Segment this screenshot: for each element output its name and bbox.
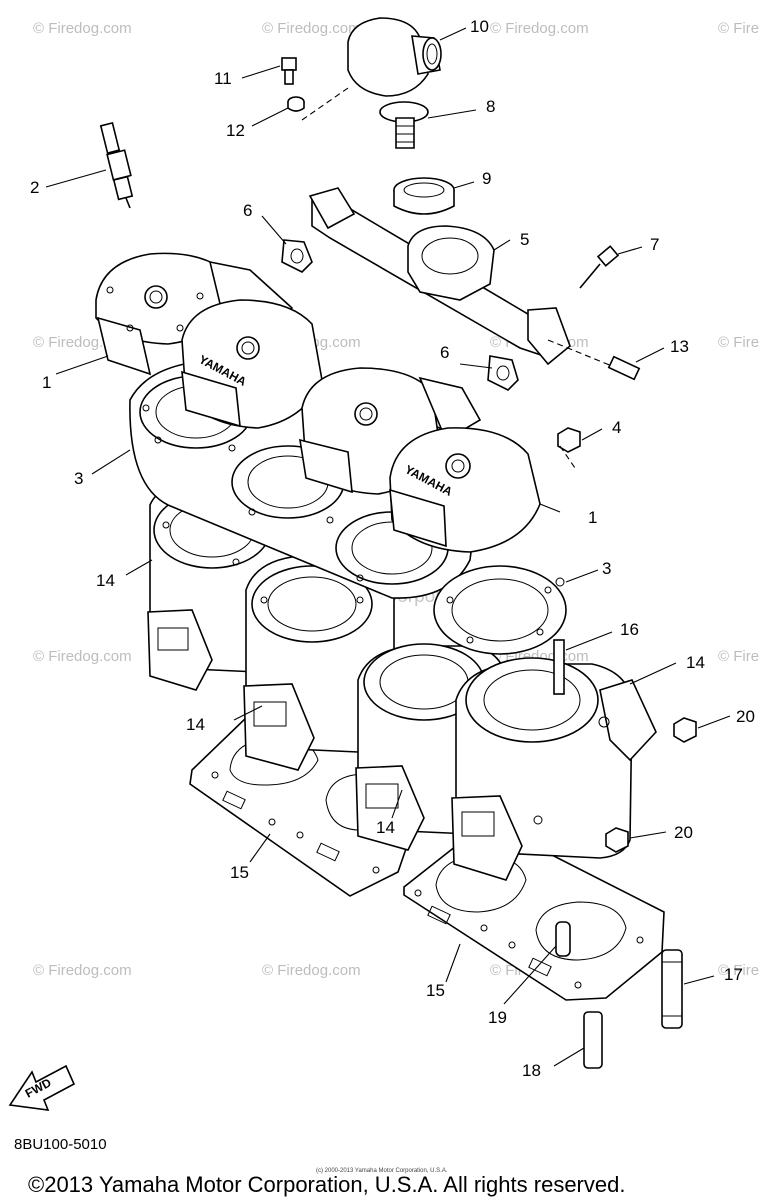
callout-9: 9	[482, 169, 491, 188]
watermark: © Firedog.com	[262, 20, 361, 37]
callout-14: 14	[376, 818, 395, 837]
washer-12	[287, 96, 305, 112]
cylinder-block-4	[451, 657, 657, 881]
watermark: © Firedog.com	[33, 962, 132, 979]
callout-10: 10	[470, 17, 489, 36]
water-manifold	[308, 187, 571, 366]
callout-19: 19	[488, 1008, 507, 1027]
callout-14: 14	[686, 653, 705, 672]
nut-20-upper	[673, 717, 697, 743]
callout-15: 15	[230, 863, 249, 882]
callout-20: 20	[736, 707, 755, 726]
callout-1: 1	[588, 508, 597, 527]
watermark: © Fire	[718, 334, 759, 351]
cylinder-head-rear-2: YAMAHA	[181, 299, 323, 429]
gasket-6-upper	[281, 239, 313, 273]
stud-17	[661, 949, 683, 1029]
callout-4: 4	[612, 418, 621, 437]
watermark: © Firedog.com	[33, 20, 132, 37]
leader-lines	[45, 27, 731, 1067]
callout-15: 15	[426, 981, 445, 1000]
nut-20-lower	[605, 827, 629, 853]
watermark: © Fire	[718, 20, 759, 37]
thermostat-seal	[393, 177, 455, 215]
callout-17: 17	[724, 965, 743, 984]
watermark: © Fire	[718, 648, 759, 665]
spark-plug	[99, 121, 134, 209]
cylinder-base-gasket-right	[403, 834, 665, 1001]
copyright-notice: ©2013 Yamaha Motor Corporation, U.S.A. A…	[28, 1172, 625, 1197]
callout-14: 14	[186, 715, 205, 734]
thermostat-cover	[347, 17, 442, 97]
callout-1: 1	[42, 373, 51, 392]
callout-2: 2	[30, 178, 39, 197]
callout-7: 7	[650, 235, 659, 254]
callout-5: 5	[520, 230, 529, 249]
watermark: © Firedog.com	[33, 648, 132, 665]
stud-16	[553, 639, 565, 695]
watermark: © Firedog.com	[262, 962, 361, 979]
callout-8: 8	[486, 97, 495, 116]
cylinder-head-front-2: YAMAHA	[389, 427, 541, 553]
callout-6: 6	[243, 201, 252, 220]
head-gasket-right	[433, 565, 567, 655]
gasket-6-lower	[487, 355, 519, 391]
callout-14: 14	[96, 571, 115, 590]
callout-12: 12	[226, 121, 245, 140]
callouts: 1 1 2 3 3 4 5 6 6 7 8 9 10 11 12 13 14 1…	[30, 17, 755, 1080]
bolt-7	[579, 245, 620, 289]
callout-3: 3	[602, 559, 611, 578]
diagram-code: 8BU100-5010	[14, 1136, 107, 1153]
thermostat	[379, 101, 429, 149]
fitting-13	[607, 355, 641, 381]
stud-18	[583, 1011, 603, 1069]
callout-3: 3	[74, 469, 83, 488]
nut-4	[557, 427, 581, 453]
fwd-arrow: FWD	[8, 1064, 76, 1111]
cylinder-block-2	[243, 555, 395, 771]
callout-20: 20	[674, 823, 693, 842]
callout-18: 18	[522, 1061, 541, 1080]
watermark: © Fire	[718, 962, 759, 979]
bolt-11	[281, 57, 297, 85]
dowel-19	[555, 921, 571, 957]
callout-11: 11	[214, 69, 232, 88]
callout-16: 16	[620, 620, 639, 639]
watermark: © Firedog.com	[490, 20, 589, 37]
callout-13: 13	[670, 337, 689, 356]
fine-print: (c) 2000-2013 Yamaha Motor Corporation, …	[316, 1168, 448, 1174]
callout-6: 6	[440, 343, 449, 362]
